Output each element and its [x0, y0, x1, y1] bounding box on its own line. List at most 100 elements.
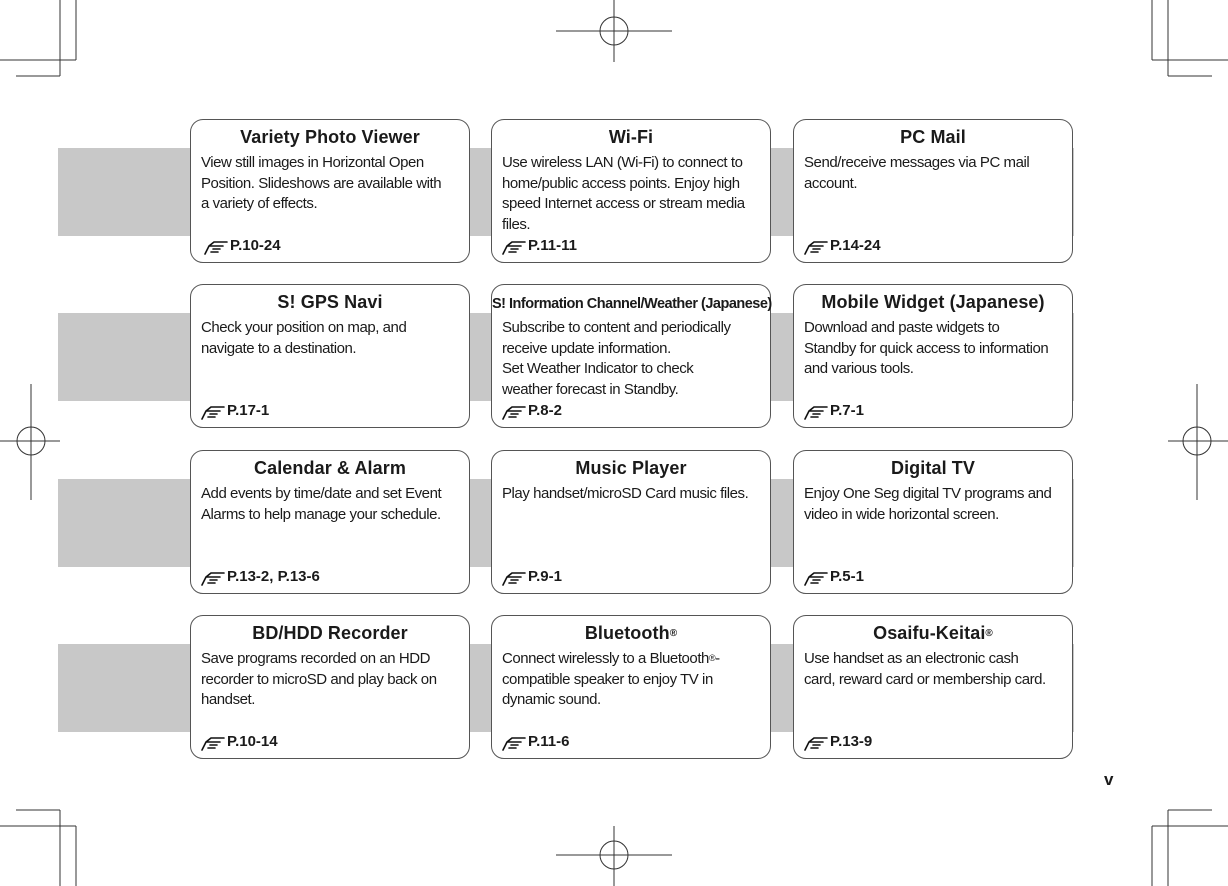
- description-line: Position. Slideshows are available with: [201, 174, 442, 192]
- card-description: Connect wirelessly to a Bluetooth®- comp…: [502, 649, 764, 711]
- description-line: dynamic sound.: [502, 691, 601, 708]
- page-reference-link[interactable]: P.11-6: [501, 732, 569, 752]
- card-title: Bluetooth®: [492, 622, 770, 644]
- card-description: Use handset as an electronic cash card, …: [804, 649, 1066, 690]
- page-reference-text: P.5-1: [830, 568, 864, 585]
- page-reference-text: P.9-1: [528, 568, 562, 585]
- description-line: Enjoy One Seg digital TV programs and: [804, 485, 1052, 502]
- description-line: files.: [502, 215, 531, 233]
- page-reference-text: P.13-9: [830, 733, 873, 750]
- hyphen: -: [715, 650, 720, 667]
- page-reference-text: P.10-24: [230, 237, 281, 254]
- description-line: account.: [804, 174, 858, 192]
- feature-card-calendar-alarm: Calendar & Alarm Add events by time/date…: [190, 450, 470, 594]
- description-line: and various tools.: [804, 360, 914, 377]
- page-reference-link[interactable]: P.10-24: [203, 236, 281, 256]
- pointing-hand-icon: [502, 571, 526, 586]
- pointing-hand-icon: [502, 240, 526, 255]
- page-reference-link[interactable]: P.13-2, P.13-6: [200, 567, 320, 587]
- page-reference-text: P.11-6: [528, 733, 570, 750]
- description-line: View still images in Horizontal Open: [201, 154, 424, 171]
- page-reference-link[interactable]: P.17-1: [200, 401, 269, 421]
- pointing-hand-icon: [502, 736, 526, 751]
- page-reference-text: P.17-1: [227, 402, 270, 419]
- pointing-hand-icon: [804, 736, 828, 751]
- description-line: card, reward card or membership card.: [804, 670, 1046, 688]
- card-description: Play handset/microSD Card music files.: [502, 484, 764, 505]
- page-reference-text: P.14-24: [830, 237, 881, 254]
- page-reference-link[interactable]: P.5-1: [803, 567, 864, 587]
- feature-card-wi-fi: Wi-Fi Use wireless LAN (Wi-Fi) to connec…: [491, 119, 771, 263]
- card-description: Subscribe to content and periodically re…: [502, 318, 764, 400]
- feature-card-digital-tv: Digital TV Enjoy One Seg digital TV prog…: [793, 450, 1073, 594]
- description-line: home/public access points. Enjoy high: [502, 174, 740, 192]
- description-line: recorder to microSD and play back on: [201, 670, 437, 688]
- card-title: Music Player: [575, 458, 687, 478]
- card-description: Send/receive messages via PC mail accoun…: [804, 153, 1066, 194]
- feature-card-information-channel-weather: S! Information Channel/Weather (Japanese…: [491, 284, 772, 428]
- description-text: Connect wirelessly to a Bluetooth: [502, 650, 709, 667]
- page-reference-link[interactable]: P.7-1: [803, 401, 864, 421]
- card-title: Variety Photo Viewer: [240, 127, 420, 147]
- card-title-text: Bluetooth: [584, 623, 670, 643]
- description-line: receive update information.: [502, 339, 671, 357]
- description-line: Connect wirelessly to a Bluetooth®-: [502, 649, 764, 670]
- card-title: BD/HDD Recorder: [252, 623, 408, 643]
- description-line: navigate to a destination.: [201, 339, 357, 357]
- description-line: Subscribe to content and periodically: [502, 319, 731, 336]
- card-title-text: Osaifu-Keitai: [873, 623, 986, 643]
- description-line: Set Weather Indicator to check: [502, 360, 694, 377]
- pointing-hand-icon: [804, 240, 828, 255]
- card-description: Enjoy One Seg digital TV programs and vi…: [804, 484, 1066, 525]
- pointing-hand-icon: [804, 405, 828, 420]
- card-description: View still images in Horizontal Open Pos…: [201, 153, 463, 215]
- description-line: Save programs recorded on an HDD: [201, 650, 431, 667]
- page-reference-link[interactable]: P.9-1: [501, 567, 562, 587]
- page-reference-link[interactable]: P.13-9: [803, 732, 872, 752]
- pointing-hand-icon: [201, 571, 225, 586]
- card-description: Check your position on map, and navigate…: [201, 318, 463, 359]
- card-title: Calendar & Alarm: [254, 458, 406, 478]
- description-line: video in wide horizontal screen.: [804, 505, 999, 523]
- description-line: compatible speaker to enjoy TV in: [502, 670, 713, 688]
- page-reference-link[interactable]: P.8-2: [501, 401, 562, 421]
- card-description: Save programs recorded on an HDD recorde…: [201, 649, 463, 711]
- page-reference-text: P.7-1: [830, 402, 864, 419]
- pointing-hand-icon: [804, 571, 828, 586]
- pointing-hand-icon: [201, 736, 225, 751]
- description-line: Add events by time/date and set Event: [201, 485, 442, 502]
- card-title: Mobile Widget (Japanese): [821, 292, 1045, 312]
- pointing-hand-icon: [201, 405, 225, 420]
- card-title: Digital TV: [890, 458, 975, 478]
- description-line: Send/receive messages via PC mail: [804, 154, 1030, 171]
- card-title: Wi-Fi: [608, 127, 654, 147]
- page-reference-link[interactable]: P.11-11: [501, 236, 577, 256]
- feature-card-pc-mail: PC Mail Send/receive messages via PC mai…: [793, 119, 1073, 263]
- card-description: Download and paste widgets to Standby fo…: [804, 318, 1066, 380]
- description-line: Standby for quick access to information: [804, 339, 1049, 357]
- description-line: Check your position on map, and: [201, 319, 407, 336]
- feature-card-music-player: Music Player Play handset/microSD Card m…: [491, 450, 771, 594]
- registered-mark: ®: [985, 628, 993, 639]
- card-description: Use wireless LAN (Wi-Fi) to connect to h…: [502, 153, 764, 235]
- description-line: Download and paste widgets to: [804, 319, 1000, 336]
- card-description: Add events by time/date and set Event Al…: [201, 484, 463, 525]
- card-title: S! GPS Navi: [277, 292, 383, 312]
- page-reference-text: P.10-14: [227, 733, 278, 750]
- page-reference-link[interactable]: P.14-24: [803, 236, 881, 256]
- feature-card-bluetooth: Bluetooth® Connect wirelessly to a Bluet…: [491, 615, 771, 759]
- card-title: Osaifu-Keitai®: [794, 622, 1072, 644]
- page-reference-text: P.13-2, P.13-6: [227, 568, 320, 585]
- page-reference-text: P.11-11: [528, 237, 577, 254]
- feature-card-variety-photo-viewer: Variety Photo Viewer View still images i…: [190, 119, 470, 263]
- page-number: v: [1104, 770, 1114, 789]
- description-line: Alarms to help manage your schedule.: [201, 505, 441, 523]
- description-line: speed Internet access or stream media: [502, 195, 745, 212]
- feature-card-osaifu-keitai: Osaifu-Keitai® Use handset as an electro…: [793, 615, 1073, 759]
- description-line: weather forecast in Standby.: [502, 380, 679, 398]
- registered-mark: ®: [669, 628, 678, 639]
- description-line: Play handset/microSD Card music files.: [502, 485, 749, 502]
- card-title: PC Mail: [900, 127, 966, 147]
- page-reference-link[interactable]: P.10-14: [200, 732, 278, 752]
